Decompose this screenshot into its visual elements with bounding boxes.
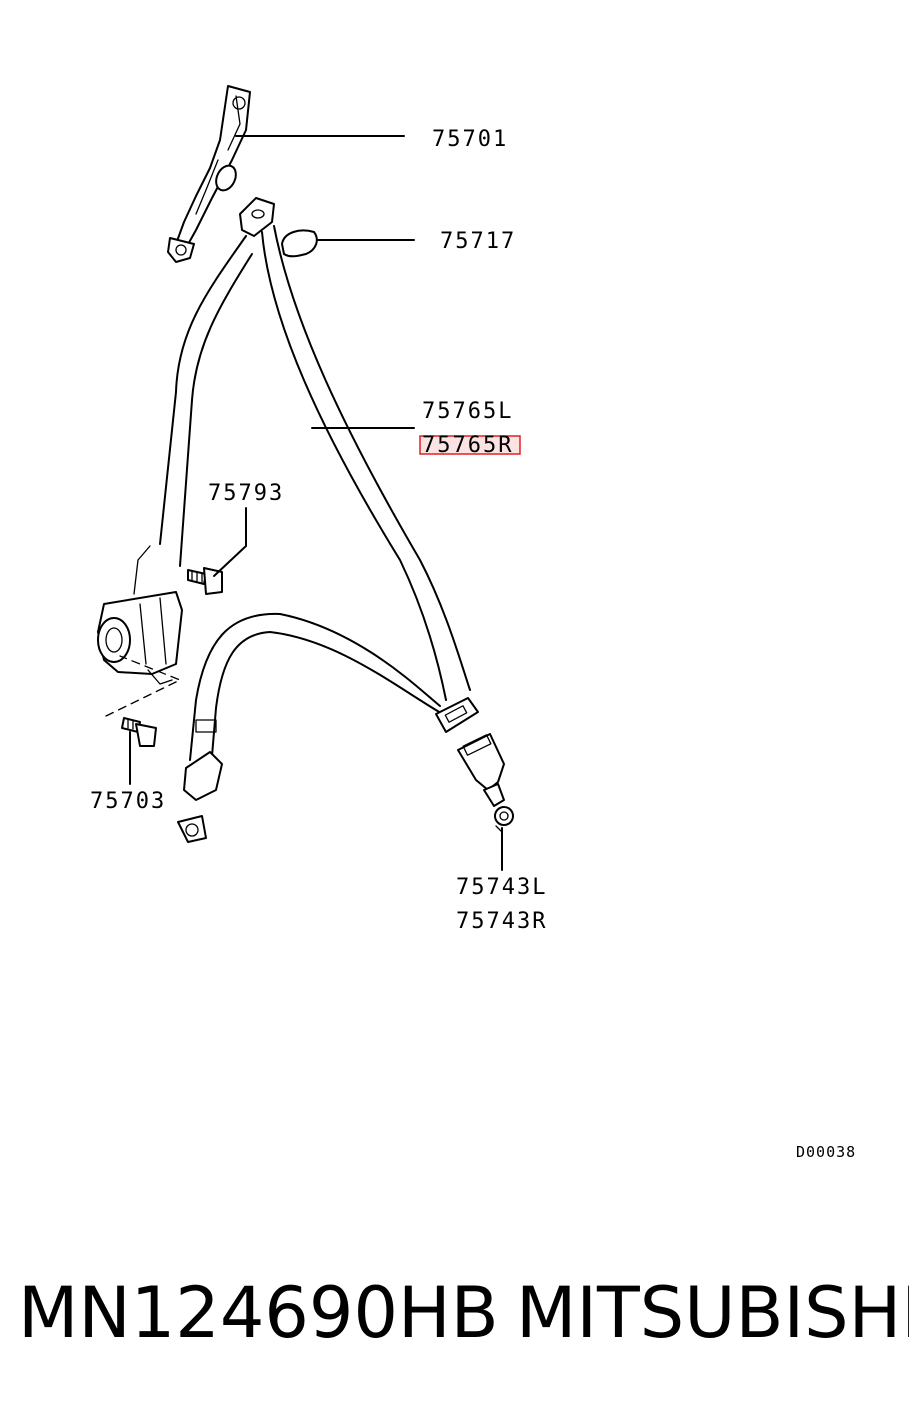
label-75743l: 75743L bbox=[456, 875, 547, 900]
label-75765r: 75765R bbox=[422, 433, 513, 458]
anchor-adjuster-part bbox=[167, 85, 251, 263]
label-75703: 75703 bbox=[90, 789, 166, 814]
retractor-part bbox=[97, 545, 183, 685]
bolt-75793-part bbox=[187, 567, 223, 595]
belt-webbing bbox=[159, 197, 479, 843]
part-number: MN124690HB bbox=[18, 1272, 499, 1354]
brand-name: MITSUBISHI bbox=[516, 1272, 909, 1354]
label-75793: 75793 bbox=[208, 481, 284, 506]
drawing-code: D00038 bbox=[796, 1143, 856, 1161]
label-75717: 75717 bbox=[440, 229, 516, 254]
label-75701: 75701 bbox=[432, 127, 508, 152]
highlight-box-75765r bbox=[419, 435, 521, 455]
leader-75793 bbox=[213, 507, 247, 577]
install-dashline bbox=[105, 655, 181, 717]
buckle-part bbox=[457, 733, 514, 833]
footer: MN124690HB MITSUBISHI bbox=[18, 1272, 909, 1372]
bolt-75703-part bbox=[121, 717, 157, 747]
label-75765l: 75765L bbox=[422, 399, 513, 424]
label-75743r: 75743R bbox=[456, 909, 547, 934]
cover-part bbox=[281, 229, 318, 258]
